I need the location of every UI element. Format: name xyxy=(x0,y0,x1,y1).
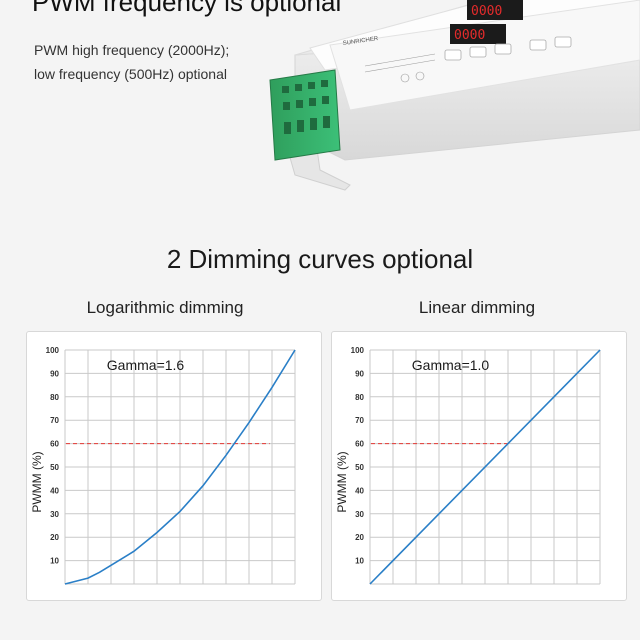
y-tick-label: 30 xyxy=(50,510,59,519)
y-tick-label: 100 xyxy=(46,346,60,355)
y-tick-label: 40 xyxy=(50,486,59,495)
y-tick-label: 80 xyxy=(355,393,364,402)
series-line xyxy=(369,349,601,585)
y-tick-label: 20 xyxy=(355,533,364,542)
plot-grid xyxy=(64,349,296,585)
section-title: 2 Dimming curves optional xyxy=(166,244,474,274)
plot-grid xyxy=(369,349,601,585)
y-tick-label: 20 xyxy=(50,533,59,542)
y-tick-label: 10 xyxy=(355,557,364,566)
y-axis-label: PWMM (%) xyxy=(335,451,349,512)
terminal-block xyxy=(269,69,341,161)
led-controller-image: SUNRICHER 0000 0000 xyxy=(269,0,640,191)
y-tick-label: 80 xyxy=(50,393,59,402)
y-tick-label: 100 xyxy=(351,346,365,355)
y-tick-label: 60 xyxy=(355,440,364,449)
y-tick-label: 70 xyxy=(355,416,364,425)
svg-text:0000: 0000 xyxy=(454,28,485,43)
y-tick-label: 50 xyxy=(355,463,364,472)
y-tick-label: 50 xyxy=(50,463,59,472)
pwm-description-line-2: low frequency (500Hz) optional xyxy=(34,66,227,82)
gamma-annotation: Gamma=1.0 xyxy=(412,357,490,373)
y-tick-label: 40 xyxy=(355,486,364,495)
y-tick-label: 10 xyxy=(50,557,59,566)
brand-label: SUNRICHER xyxy=(342,36,379,47)
y-tick-label: 30 xyxy=(355,510,364,519)
y-tick-label: 90 xyxy=(355,369,364,378)
chart-title-linear: Linear dimming xyxy=(418,298,536,317)
led-display-right: 0000 xyxy=(467,0,523,20)
y-tick-label: 60 xyxy=(50,440,59,449)
gamma-annotation: Gamma=1.6 xyxy=(107,357,185,373)
led-display-left: 0000 xyxy=(450,24,506,44)
y-tick-label: 70 xyxy=(50,416,59,425)
y-tick-label: 90 xyxy=(50,369,59,378)
series-line xyxy=(64,349,296,585)
chart-title-logarithmic: Logarithmic dimming xyxy=(86,298,244,317)
page-title: PWM frequency is optional xyxy=(32,0,342,17)
pwm-description-line-1: PWM high frequency (2000Hz); xyxy=(34,42,230,58)
pwm-description: PWM high frequency (2000Hz); low frequen… xyxy=(34,38,229,86)
y-axis-label: PWMM (%) xyxy=(30,451,44,512)
svg-text:0000: 0000 xyxy=(471,4,502,19)
